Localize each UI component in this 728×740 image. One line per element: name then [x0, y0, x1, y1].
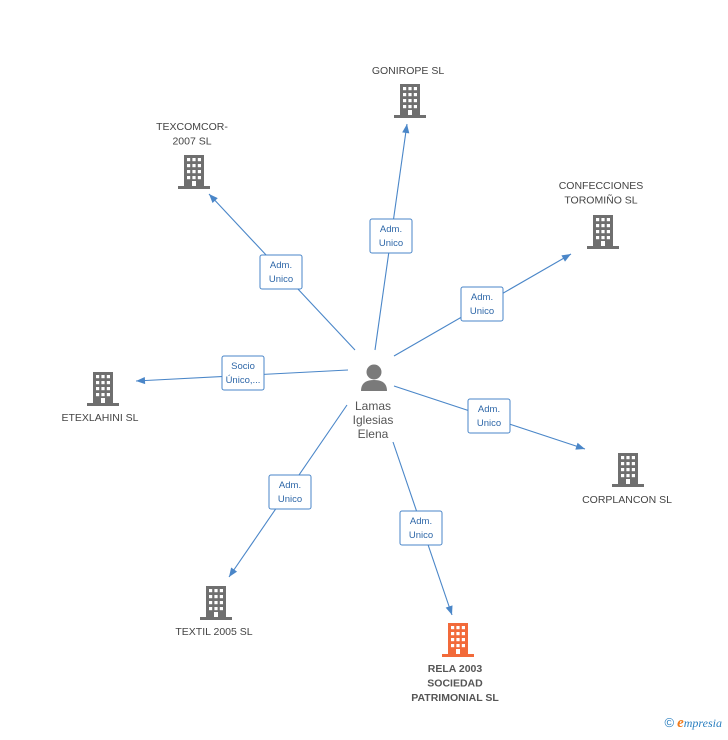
company-node-gonirope[interactable]: GONIROPE SL	[372, 65, 445, 118]
relation-label-textil2005[interactable]: Adm. Unico	[268, 474, 312, 510]
relation-text-line: Socio	[231, 361, 255, 372]
center-name-line-2: Iglesias	[353, 413, 394, 427]
building-icon	[612, 453, 644, 487]
company-name-line: TEXTIL 2005 SL	[175, 626, 252, 638]
company-name-line: CONFECCIONES	[559, 180, 644, 192]
relation-text-line: Único,...	[226, 375, 261, 386]
company-node-textil2005[interactable]: TEXTIL 2005 SL	[175, 586, 253, 638]
relation-text-line: Adm.	[279, 480, 301, 491]
company-name-line: GONIROPE SL	[372, 65, 445, 77]
arrowhead-rela2003	[445, 605, 453, 615]
relation-text-line: Unico	[269, 274, 293, 285]
relation-text-line: Adm.	[471, 292, 493, 303]
relation-text-line: Unico	[477, 418, 501, 429]
relation-text-line: Unico	[470, 306, 494, 317]
arrowhead-corplancon	[575, 442, 585, 450]
brand-logo-e: e	[677, 715, 684, 731]
arrowhead-confecciones	[561, 254, 571, 262]
relation-label-rela2003[interactable]: Adm. Unico	[399, 510, 443, 546]
company-name-line: PATRIMONIAL SL	[411, 692, 499, 704]
company-name-line: TEXCOMCOR-	[156, 121, 228, 133]
arrowhead-texcomcor	[209, 194, 218, 204]
relation-label-texcomcor[interactable]: Adm. Unico	[259, 254, 303, 290]
company-name-line: TOROMIÑO SL	[564, 194, 637, 207]
company-node-corplancon[interactable]: CORPLANCON SL	[582, 453, 672, 506]
relation-label-gonirope[interactable]: Adm. Unico	[369, 218, 413, 254]
nodes-layer: GONIROPE SL TEXCOMCOR- 2007 SL CONFECCIONES…	[61, 65, 672, 704]
company-node-texcomcor[interactable]: TEXCOMCOR- 2007 SL	[156, 121, 228, 189]
building-icon	[87, 372, 119, 406]
building-icon	[178, 155, 210, 189]
arrowhead-gonirope	[402, 124, 410, 134]
relation-text-line: Adm.	[410, 516, 432, 527]
relation-text-line: Unico	[278, 494, 302, 505]
relation-label-corplancon[interactable]: Adm. Unico	[467, 398, 511, 434]
company-name-line: 2007 SL	[172, 136, 211, 148]
center-person[interactable]: Lamas Iglesias Elena	[353, 364, 394, 442]
company-name-line: RELA 2003	[428, 663, 483, 675]
company-name-line: CORPLANCON SL	[582, 494, 672, 506]
company-name-line: SOCIEDAD	[427, 678, 483, 690]
brand-logo-text: mpresia	[683, 716, 722, 730]
arrowhead-etexlahini	[136, 376, 146, 385]
relation-text-line: Adm.	[380, 224, 402, 235]
arrowhead-textil2005	[229, 567, 238, 577]
copyright-symbol: ©	[664, 715, 675, 730]
person-icon	[361, 364, 387, 391]
relation-label-confecciones[interactable]: Adm. Unico	[460, 286, 504, 322]
relation-text-line: Unico	[379, 238, 403, 249]
relation-label-etexlahini[interactable]: SocioÚnico,...	[221, 355, 265, 391]
company-name-line: ETEXLAHINI SL	[61, 412, 138, 424]
building-icon	[394, 84, 426, 118]
footer-brand: © empresia	[665, 715, 723, 732]
center-name-line-3: Elena	[358, 427, 389, 441]
building-icon	[587, 215, 619, 249]
relation-text-line: Adm.	[478, 404, 500, 415]
company-node-confecciones[interactable]: CONFECCIONES TOROMIÑO SL	[559, 180, 644, 249]
company-node-etexlahini[interactable]: ETEXLAHINI SL	[61, 372, 139, 424]
edges-layer: Adm.UnicoAdm.UnicoAdm.UnicoSocioÚnico,..…	[135, 123, 586, 616]
building-icon	[442, 623, 474, 657]
building-icon	[200, 586, 232, 620]
center-name-line-1: Lamas	[355, 399, 391, 413]
relation-text-line: Unico	[409, 530, 433, 541]
relation-text-line: Adm.	[270, 260, 292, 271]
